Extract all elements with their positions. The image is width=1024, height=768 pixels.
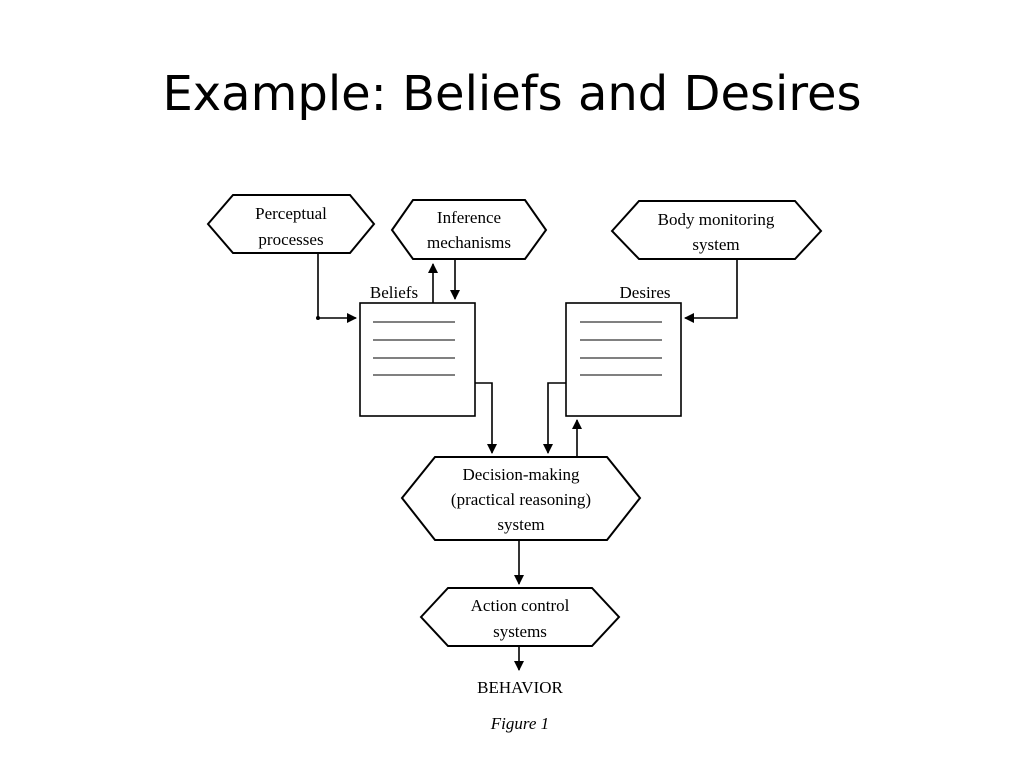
slide-title: Example: Beliefs and Desires	[162, 66, 862, 122]
desires-label: Desires	[620, 283, 671, 302]
beliefs-label: Beliefs	[370, 283, 418, 302]
figure-caption: Figure 1	[490, 714, 549, 733]
body-monitoring-label-1: Body monitoring	[658, 210, 775, 229]
body-monitoring-label-2: system	[692, 235, 739, 254]
arrow-desires-to-decision	[543, 382, 566, 454]
action-control-node: Action control systems	[419, 587, 621, 647]
arrow-perceptual-to-beliefs	[317, 253, 357, 323]
decision-making-label-2: (practical reasoning)	[451, 490, 591, 509]
behavior-label: BEHAVIOR	[477, 678, 563, 697]
decision-making-node: Decision-making (practical reasoning) sy…	[400, 456, 642, 541]
perceptual-connector-dot	[316, 316, 320, 320]
action-control-label-1: Action control	[471, 596, 570, 615]
action-control-label-2: systems	[493, 622, 547, 641]
perceptual-processes-label-2: processes	[258, 230, 323, 249]
body-monitoring-system-node: Body monitoring system	[610, 200, 823, 260]
inference-mechanisms-label-1: Inference	[437, 208, 501, 227]
perceptual-processes-node: Perceptual processes	[206, 194, 376, 254]
beliefs-store: Beliefs	[359, 283, 476, 417]
arrow-body-to-desires	[684, 259, 738, 323]
inference-mechanisms-label-2: mechanisms	[427, 233, 511, 252]
arrow-beliefs-to-decision	[475, 382, 497, 454]
decision-making-label-1: Decision-making	[462, 465, 580, 484]
inference-mechanisms-node: Inference mechanisms	[390, 199, 548, 260]
perceptual-processes-label-1: Perceptual	[255, 204, 327, 223]
desires-store: Desires	[565, 283, 682, 417]
decision-making-label-3: system	[497, 515, 544, 534]
